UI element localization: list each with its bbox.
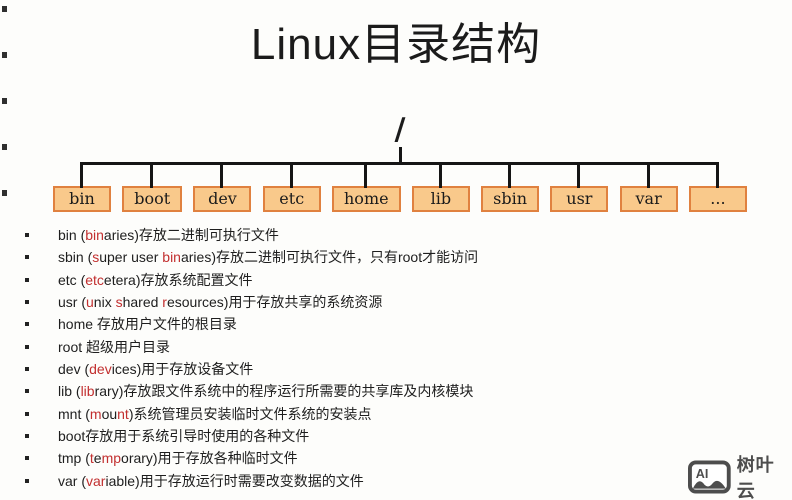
list-item-tmp: tmp (temporary)用于存放各种临时文件 <box>25 447 770 469</box>
list-item-text: root 超级用户目录 <box>58 338 171 355</box>
tree-node-label: dev <box>208 189 237 208</box>
bullet-icon <box>25 389 29 394</box>
tree-node-home: home <box>332 162 401 212</box>
list-item-text: usr (unix shared resources)用于存放共享的系统资源 <box>58 294 383 311</box>
page-title: Linux目录结构 <box>250 20 542 69</box>
list-item-text: etc (etcetera)存放系统配置文件 <box>58 271 253 288</box>
list-item-boot: boot存放用于系统引导时使用的各种文件 <box>25 425 770 447</box>
bullet-icon <box>25 344 29 349</box>
tree-node-etc: etc <box>262 162 321 212</box>
edge-artifact-mark <box>2 6 7 12</box>
ai-image-icon: AI <box>688 460 731 494</box>
list-item-text: var (variable)用于存放运行时需要改变数据的文件 <box>58 472 364 489</box>
tree-node-label: lib <box>430 189 452 208</box>
tree-node-sbin: sbin <box>481 162 540 212</box>
list-item-home: home 存放用户文件的根目录 <box>25 313 770 335</box>
watermark-text: 树叶云 <box>736 455 775 500</box>
list-item-text: tmp (temporary)用于存放各种临时文件 <box>58 450 298 467</box>
list-item-text: sbin (super user binaries)存放二进制可执行文件，只有r… <box>58 249 479 266</box>
tree-node-label: ... <box>710 189 726 208</box>
bullet-icon <box>25 322 29 327</box>
list-item-text: lib (library)存放跟文件系统中的程序运行所需要的共享库及内核模块 <box>58 383 474 400</box>
list-item-mnt: mnt (mount)系统管理员安装临时文件系统的安装点 <box>25 403 770 425</box>
list-item-text: dev (devices)用于存放设备文件 <box>58 361 254 378</box>
bullet-icon <box>25 456 29 461</box>
edge-artifact-mark <box>2 52 7 58</box>
list-item-text: boot存放用于系统引导时使用的各种文件 <box>58 428 310 445</box>
tree-node-boot: boot <box>122 162 183 212</box>
tree-box-row: bin boot dev etc home lib sbin usr var... <box>53 162 747 212</box>
tree-node-more: ... <box>688 162 747 212</box>
list-item-text: mnt (mount)系统管理员安装临时文件系统的安装点 <box>58 405 372 422</box>
list-item-text: home 存放用户文件的根目录 <box>58 316 237 333</box>
tree-root-connector-line <box>399 147 402 163</box>
list-item-var: var (variable)用于存放运行时需要改变数据的文件 <box>25 470 770 492</box>
list-item-lib: lib (library)存放跟文件系统中的程序运行所需要的共享库及内核模块 <box>25 380 770 402</box>
bullet-icon <box>25 411 29 416</box>
tree-node-usr: usr <box>550 162 609 212</box>
tree-node-label: usr <box>566 189 593 208</box>
list-item-text: bin (binaries)存放二进制可执行文件 <box>58 227 279 243</box>
tree-root-label: / <box>394 112 406 147</box>
bullet-icon <box>25 233 29 237</box>
edge-artifact-mark <box>2 144 7 150</box>
bullet-icon <box>25 277 29 282</box>
list-item-dev: dev (devices)用于存放设备文件 <box>25 358 770 380</box>
edge-artifact-mark <box>2 98 7 104</box>
tree-node-label: bin <box>69 189 95 208</box>
tree-node-label: boot <box>134 189 171 208</box>
bullet-icon <box>25 434 29 439</box>
bullet-icon <box>25 255 29 260</box>
ai-icon-text: AI <box>696 467 709 481</box>
tree-node-var: var <box>619 162 678 212</box>
tree-node-dev: dev <box>193 162 252 212</box>
edge-artifact-mark <box>2 190 7 196</box>
list-item-usr: usr (unix shared resources)用于存放共享的系统资源 <box>25 291 770 313</box>
tree-horizontal-line <box>81 162 717 165</box>
tree-node-label: var <box>635 189 662 208</box>
list-item-bin: bin (binaries)存放二进制可执行文件 <box>25 224 770 246</box>
bullet-icon <box>25 478 29 483</box>
tree-node-label: sbin <box>493 189 528 208</box>
tree-node-label: etc <box>279 189 305 208</box>
list-item-etc: etc (etcetera)存放系统配置文件 <box>25 269 770 291</box>
tree-node-lib: lib <box>411 162 470 212</box>
list-item-sbin: sbin (super user binaries)存放二进制可执行文件，只有r… <box>25 246 770 268</box>
watermark: AI 树叶云 <box>688 451 792 500</box>
bullet-icon <box>25 367 29 372</box>
tree-node-bin: bin <box>53 162 111 212</box>
tree-node-label: home <box>344 189 389 208</box>
bullet-icon <box>25 300 29 305</box>
directory-list: bin (binaries)存放二进制可执行文件 sbin (super user… <box>25 224 770 492</box>
list-item-root: root 超级用户目录 <box>25 336 770 358</box>
